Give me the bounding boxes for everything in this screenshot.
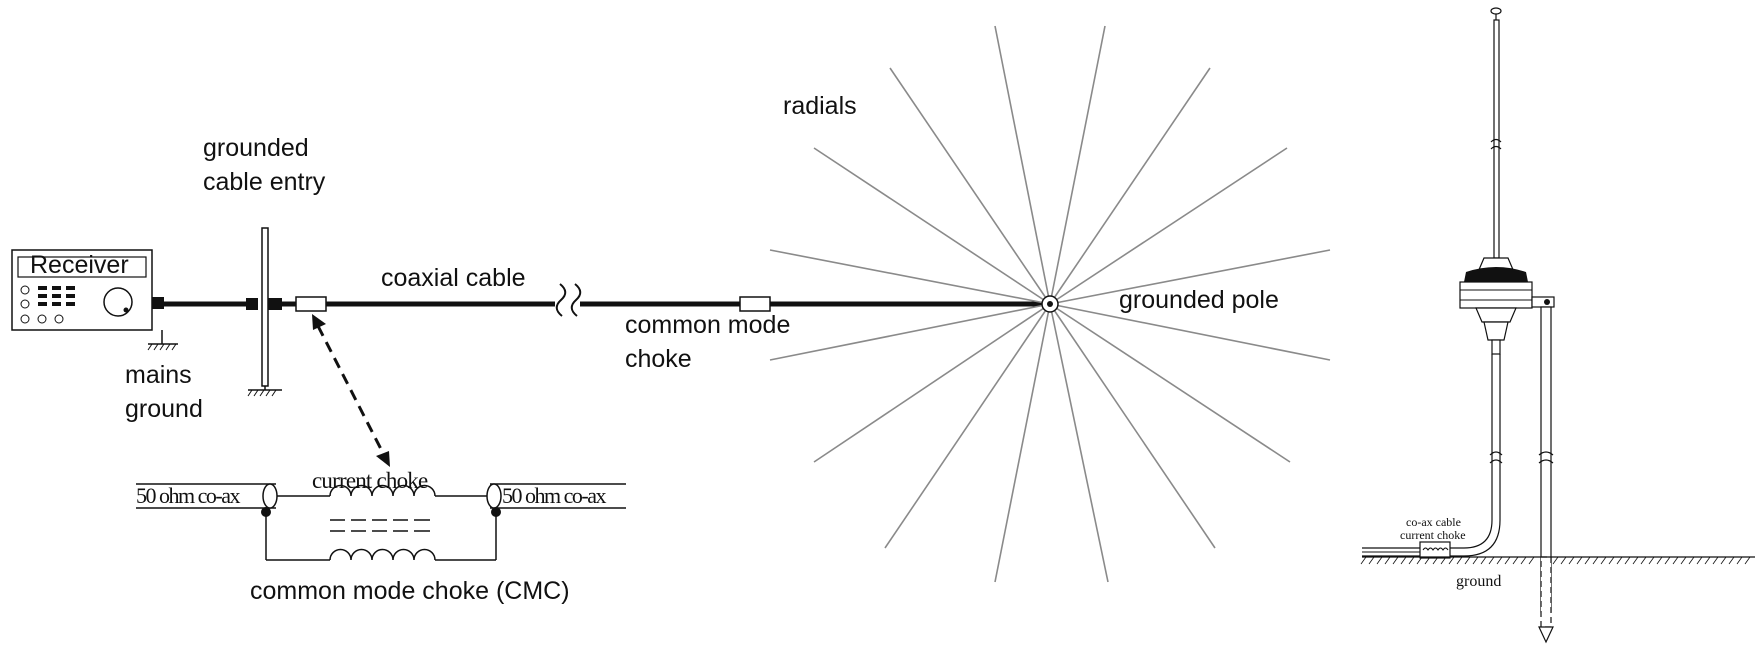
mains-ground-label-1: mains xyxy=(125,361,192,389)
detail-arrow xyxy=(312,314,390,467)
radial-wire-13 xyxy=(769,303,1051,361)
mains-ground-symbol-icon xyxy=(147,330,178,351)
radial-wire-7 xyxy=(1049,303,1216,549)
mains-ground-label-2: ground xyxy=(125,395,203,423)
ground-surface xyxy=(1360,556,1755,565)
radial-wire-10 xyxy=(889,67,1051,305)
radial-wire-3 xyxy=(1049,147,1288,305)
radial-wire-4 xyxy=(1049,249,1331,305)
break-mark-icon xyxy=(555,283,582,317)
coax-cable-current-choke-label-2: current choke xyxy=(1400,528,1466,542)
coax-current-choke-box xyxy=(1419,541,1451,559)
radial-wire-8 xyxy=(1049,303,1109,583)
grounded-cable-entry-label-1: grounded xyxy=(203,134,309,162)
current-choke-label: current choke xyxy=(312,468,428,493)
radial-wire-2 xyxy=(1049,67,1211,305)
cmc-caption: common mode choke (CMC) xyxy=(250,577,570,605)
current-choke-schematic xyxy=(136,483,626,561)
grounded-cable-entry-label-2: cable entry xyxy=(203,168,326,196)
coaxial-cable xyxy=(164,296,1050,312)
receiver-connector xyxy=(152,297,164,309)
radial-wire-5 xyxy=(1049,303,1331,361)
radials-label: radials xyxy=(783,92,857,120)
ground-label: ground xyxy=(1456,573,1501,590)
antenna-icon xyxy=(1362,7,1555,644)
current-choke-box xyxy=(295,296,327,312)
radial-wire-12 xyxy=(769,249,1051,305)
radial-wire-15 xyxy=(884,303,1051,549)
receiver-icon xyxy=(11,249,153,331)
coaxial-cable-label: coaxial cable xyxy=(381,264,526,292)
grounded-pole-label: grounded pole xyxy=(1119,286,1279,314)
radial-wires xyxy=(769,25,1331,583)
radial-wire-14 xyxy=(813,303,1051,463)
radial-wire-16 xyxy=(994,303,1051,583)
grounded-pole-icon xyxy=(1041,295,1059,313)
receiver-label: Receiver xyxy=(30,251,129,279)
common-mode-choke-box xyxy=(739,296,771,312)
common-mode-choke-label-2: choke xyxy=(625,345,692,373)
common-mode-choke-label-1: common mode xyxy=(625,311,790,339)
radial-wire-1 xyxy=(1049,25,1106,305)
coax-right-label: 50 ohm co-ax xyxy=(502,483,606,508)
radial-wire-9 xyxy=(994,25,1051,305)
grounded-cable-entry-plate xyxy=(247,227,282,397)
coax-cable-current-choke-label-1: co-ax cable xyxy=(1406,515,1461,529)
coax-left-label: 50 ohm co-ax xyxy=(136,483,240,508)
radial-wire-11 xyxy=(813,147,1051,305)
radial-wire-6 xyxy=(1049,303,1291,463)
